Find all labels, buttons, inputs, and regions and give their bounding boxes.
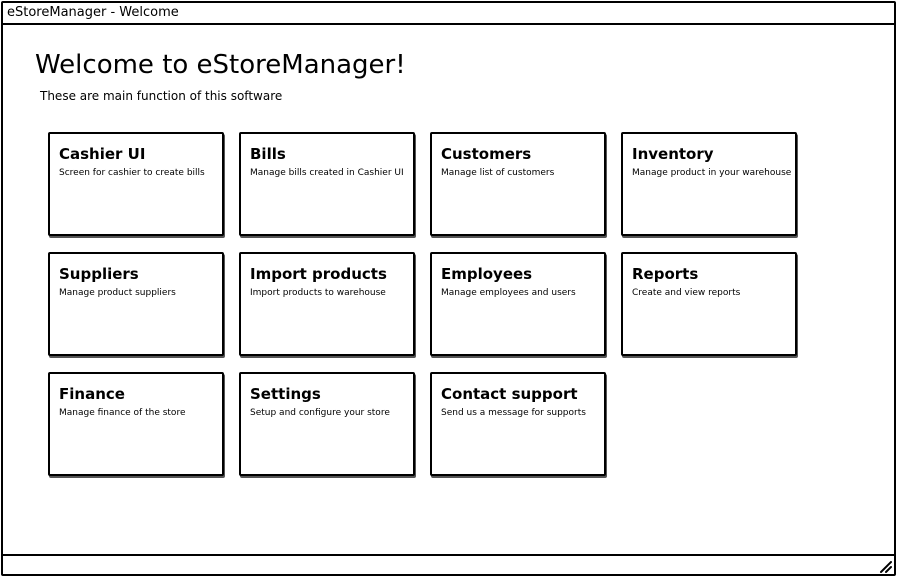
card-title: Import products <box>250 265 387 283</box>
card-suppliers[interactable]: Suppliers Manage product suppliers <box>48 252 224 356</box>
resize-grip-icon[interactable] <box>878 559 892 573</box>
card-bills[interactable]: Bills Manage bills created in Cashier UI <box>239 132 415 236</box>
card-settings[interactable]: Settings Setup and configure your store <box>239 372 415 476</box>
card-description: Manage list of customers <box>441 168 555 178</box>
page-subtitle: These are main function of this software <box>40 89 283 103</box>
card-import-products[interactable]: Import products Import products to wareh… <box>239 252 415 356</box>
card-employees[interactable]: Employees Manage employees and users <box>430 252 606 356</box>
card-title: Contact support <box>441 385 578 403</box>
page-title: Welcome to eStoreManager! <box>35 50 406 80</box>
card-description: Manage product suppliers <box>59 288 176 298</box>
card-title: Cashier UI <box>59 145 146 163</box>
card-title: Finance <box>59 385 125 403</box>
card-title: Inventory <box>632 145 714 163</box>
card-title: Suppliers <box>59 265 139 283</box>
window-title: eStoreManager - Welcome <box>7 5 179 20</box>
card-title: Bills <box>250 145 286 163</box>
card-inventory[interactable]: Inventory Manage product in your warehou… <box>621 132 797 236</box>
card-description: Manage employees and users <box>441 288 576 298</box>
card-title: Settings <box>250 385 321 403</box>
card-description: Manage bills created in Cashier UI <box>250 168 404 178</box>
card-description: Create and view reports <box>632 288 741 298</box>
card-reports[interactable]: Reports Create and view reports <box>621 252 797 356</box>
card-description: Import products to warehouse <box>250 288 386 298</box>
title-bar[interactable]: eStoreManager - Welcome <box>3 3 894 25</box>
card-finance[interactable]: Finance Manage finance of the store <box>48 372 224 476</box>
card-customers[interactable]: Customers Manage list of customers <box>430 132 606 236</box>
card-description: Send us a message for supports <box>441 408 586 418</box>
card-cashier-ui[interactable]: Cashier UI Screen for cashier to create … <box>48 132 224 236</box>
card-title: Customers <box>441 145 532 163</box>
card-title: Employees <box>441 265 533 283</box>
card-description: Manage finance of the store <box>59 408 186 418</box>
status-bar <box>3 554 894 574</box>
card-description: Setup and configure your store <box>250 408 390 418</box>
card-contact-support[interactable]: Contact support Send us a message for su… <box>430 372 606 476</box>
card-title: Reports <box>632 265 699 283</box>
card-description: Screen for cashier to create bills <box>59 168 205 178</box>
card-description: Manage product in your warehouse <box>632 168 792 178</box>
